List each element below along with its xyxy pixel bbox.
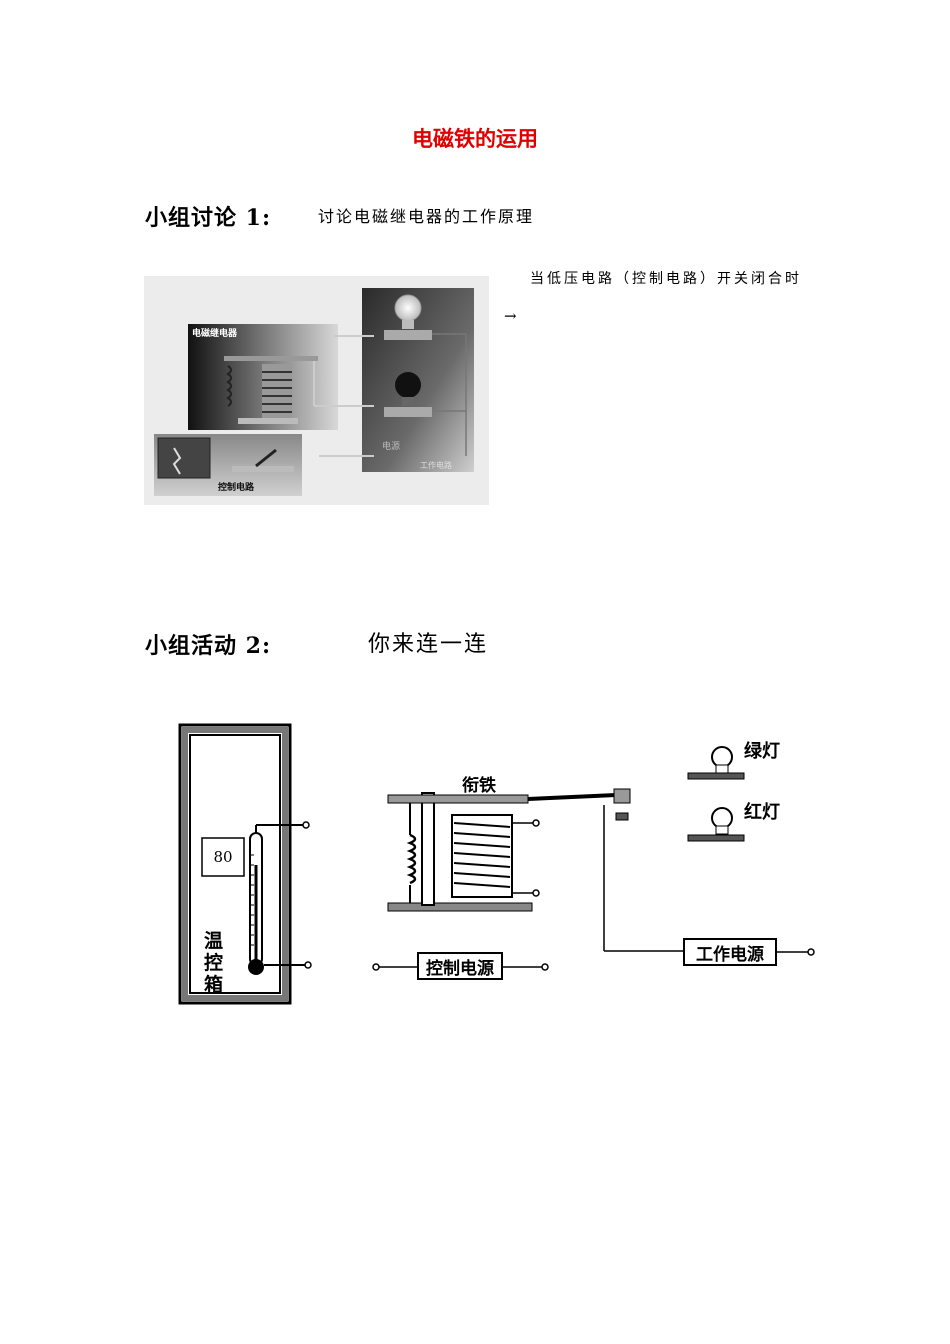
power-source-label: 电源 bbox=[382, 440, 400, 452]
thermometer-value: 80 bbox=[213, 848, 232, 866]
page-title: 电磁铁的运用 bbox=[412, 127, 538, 151]
box-label-1: 温 bbox=[204, 930, 223, 952]
box-label-2: 控 bbox=[204, 951, 223, 974]
box-label-3: 箱 bbox=[204, 973, 223, 996]
lit-bulb-icon bbox=[394, 294, 422, 329]
section1-description: 讨论电磁继电器的工作原理 bbox=[318, 207, 535, 226]
red-light-icon bbox=[687, 807, 745, 842]
temperature-box bbox=[178, 723, 292, 1005]
section2-description: 你来连一连 bbox=[368, 632, 489, 657]
section1-note: 当低压电路（控制电路）开关闭合时 bbox=[530, 271, 802, 287]
thermometer-icon bbox=[248, 821, 312, 975]
work-circuit-label: 工作电路 bbox=[420, 460, 452, 470]
green-light-label: 绿灯 bbox=[744, 740, 780, 762]
work-power-source bbox=[683, 938, 815, 966]
section1-heading: 小组讨论 1: bbox=[145, 205, 272, 231]
wiring-diagram: 80 温 控 箱 衔铁 绿灯 红灯 bbox=[178, 723, 815, 1005]
relay-label: 电磁继电器 bbox=[192, 327, 238, 339]
armature-label: 衔铁 bbox=[462, 775, 496, 796]
control-power-label: 控制电源 bbox=[426, 958, 494, 979]
arrow-icon: → bbox=[504, 307, 517, 325]
control-circuit-label: 控制电路 bbox=[218, 481, 255, 493]
unlit-bulb-icon bbox=[395, 372, 421, 406]
work-power-label: 工作电源 bbox=[696, 944, 764, 965]
section2-heading: 小组活动 2: bbox=[145, 633, 272, 659]
red-light-label: 红灯 bbox=[744, 801, 780, 823]
control-power-source bbox=[372, 952, 549, 980]
relay-icon bbox=[387, 788, 631, 912]
relay-photo: 电磁继电器 控制电路 电源 工作电路 bbox=[144, 276, 489, 505]
green-light-icon bbox=[687, 746, 745, 780]
coil-icon bbox=[262, 364, 292, 418]
